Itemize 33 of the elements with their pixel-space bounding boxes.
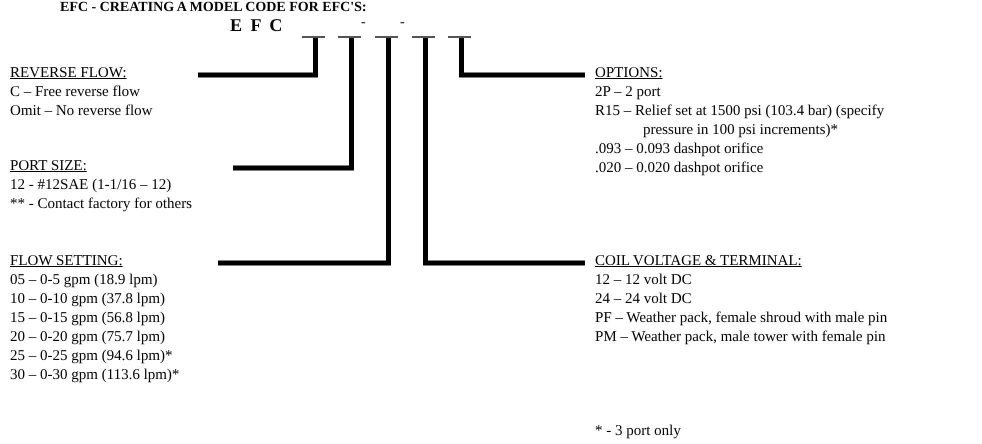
section-heading: PORT SIZE: (10, 157, 87, 176)
code-option: 12 - #12SAE (1-1/16 – 12) (10, 176, 225, 195)
code-option: 30 – 0-30 gpm (113.6 lpm)* (10, 366, 210, 385)
code-option: 12 – 12 volt DC (595, 271, 930, 290)
section-heading: REVERSE FLOW: (10, 64, 127, 83)
code-option: C – Free reverse flow (10, 83, 190, 102)
section-heading: COIL VOLTAGE & TERMINAL: (595, 252, 802, 271)
model-code-prefix: E F C (230, 16, 284, 34)
section-heading: OPTIONS: (595, 64, 663, 83)
code-option: 10 – 0-10 gpm (37.8 lpm) (10, 290, 210, 309)
title: EFC - CREATING A MODEL CODE FOR EFC'S: (60, 0, 367, 16)
code-option: .020 – 0.020 dashpot orifice (595, 159, 930, 178)
leader-line (233, 38, 354, 170)
code-option: .093 – 0.093 dashpot orifice (595, 140, 930, 159)
code-option: 15 – 0-15 gpm (56.8 lpm) (10, 309, 210, 328)
leader-line (423, 38, 585, 266)
code-option: 2P – 2 port (595, 83, 930, 102)
section-heading: FLOW SETTING: (10, 252, 123, 271)
code-option: PM – Weather pack, male tower with female pin (595, 328, 930, 347)
code-option: 24 – 24 volt DC (595, 290, 930, 309)
code-option: Omit – No reverse flow (10, 102, 190, 121)
code-option: R15 – Relief set at 1500 psi (103.4 bar) (specify pressure in 100 psi increments)* (595, 102, 930, 140)
code-option: 25 – 0-25 gpm (94.6 lpm)* (10, 347, 210, 366)
code-option: 20 – 0-20 gpm (75.7 lpm) (10, 328, 210, 347)
leader-line (218, 38, 391, 266)
code-separator: - (400, 14, 405, 32)
footnote: * - 3 port only (595, 422, 681, 440)
leader-line (198, 38, 318, 78)
leader-line (459, 38, 585, 78)
code-option: 05 – 0-5 gpm (18.9 lpm) (10, 271, 210, 290)
code-separator: - (361, 14, 366, 32)
code-option: ** - Contact factory for others (10, 195, 225, 214)
code-option: PF – Weather pack, female shroud with male pin (595, 309, 930, 328)
